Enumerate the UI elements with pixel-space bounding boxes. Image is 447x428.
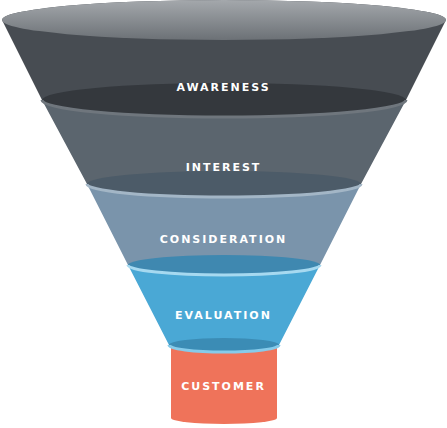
stage-label: AWARENESS [2,81,446,95]
stage-label: CUSTOMER [171,380,277,394]
band-joint [87,171,361,197]
band-joint [169,338,279,352]
stage-label: CONSIDERATION [87,233,361,247]
stage-label: EVALUATION [128,309,320,323]
band-joint [128,255,320,275]
band-shape [2,0,446,117]
band-body [171,333,277,424]
funnel-opening [2,0,446,40]
band-rim [128,265,320,275]
band-rim [169,345,279,352]
band-body [42,83,406,197]
band-body [128,255,320,352]
funnel-band: AWARENESS [2,0,446,117]
stage-label: INTEREST [42,161,406,175]
band-body [2,0,446,117]
band-body [87,171,361,275]
